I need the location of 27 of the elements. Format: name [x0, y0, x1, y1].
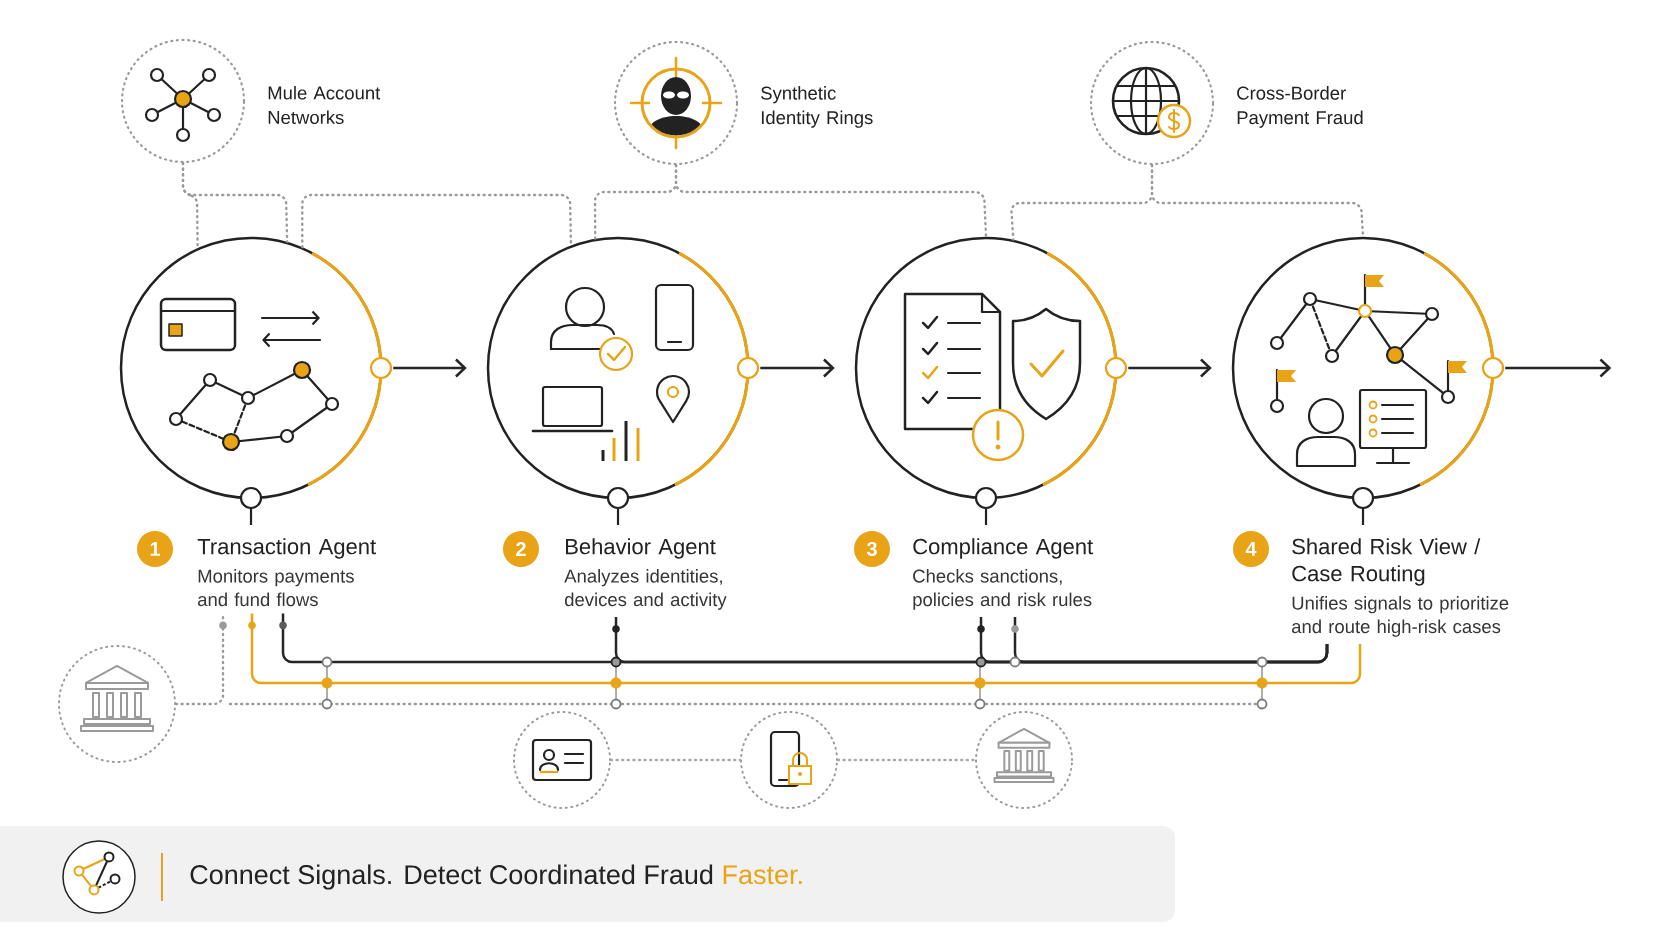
agent-description: Unifies signals to prioritize and route high-risk cases: [1292, 596, 1509, 637]
agent-title: Transaction Agent: [197, 538, 376, 559]
agent-title: Behavior Agent: [566, 538, 716, 559]
number-badge: 4: [1233, 531, 1269, 567]
arrow: [1128, 358, 1212, 378]
threat-label: Cross-Border Payment Fraud: [1237, 86, 1363, 128]
agent-title: Shared Risk View / Case Routing: [1292, 538, 1481, 586]
arrow: [1505, 358, 1612, 378]
banner: Connect Signals. Detect Coordinated Fraud Faster.: [0, 826, 1175, 922]
number-badge: 3: [854, 531, 890, 567]
arrow: [393, 358, 467, 378]
threat-label: Synthetic Identity Rings: [761, 86, 873, 128]
dotted-line: [301, 193, 573, 249]
dotted-line: [674, 163, 988, 238]
number-badge: 1: [137, 531, 173, 567]
number-badge: 2: [503, 531, 539, 567]
dotted-line: [181, 161, 289, 243]
dotted-line: [1150, 163, 1365, 238]
threat-label: Mule Account Networks: [268, 85, 381, 125]
agent-description: Checks sanctions, policies and risk rules: [913, 569, 1092, 610]
dotted-line: [836, 758, 977, 762]
dotted-line: [609, 758, 742, 762]
agent-description: Analyzes identities, devices and activity: [564, 569, 727, 610]
arrow: [760, 358, 835, 378]
connector-line: [250, 613, 1362, 685]
agent-title: Compliance Agent: [913, 538, 1093, 559]
agent-description: Monitors payments and fund flows: [198, 569, 354, 607]
